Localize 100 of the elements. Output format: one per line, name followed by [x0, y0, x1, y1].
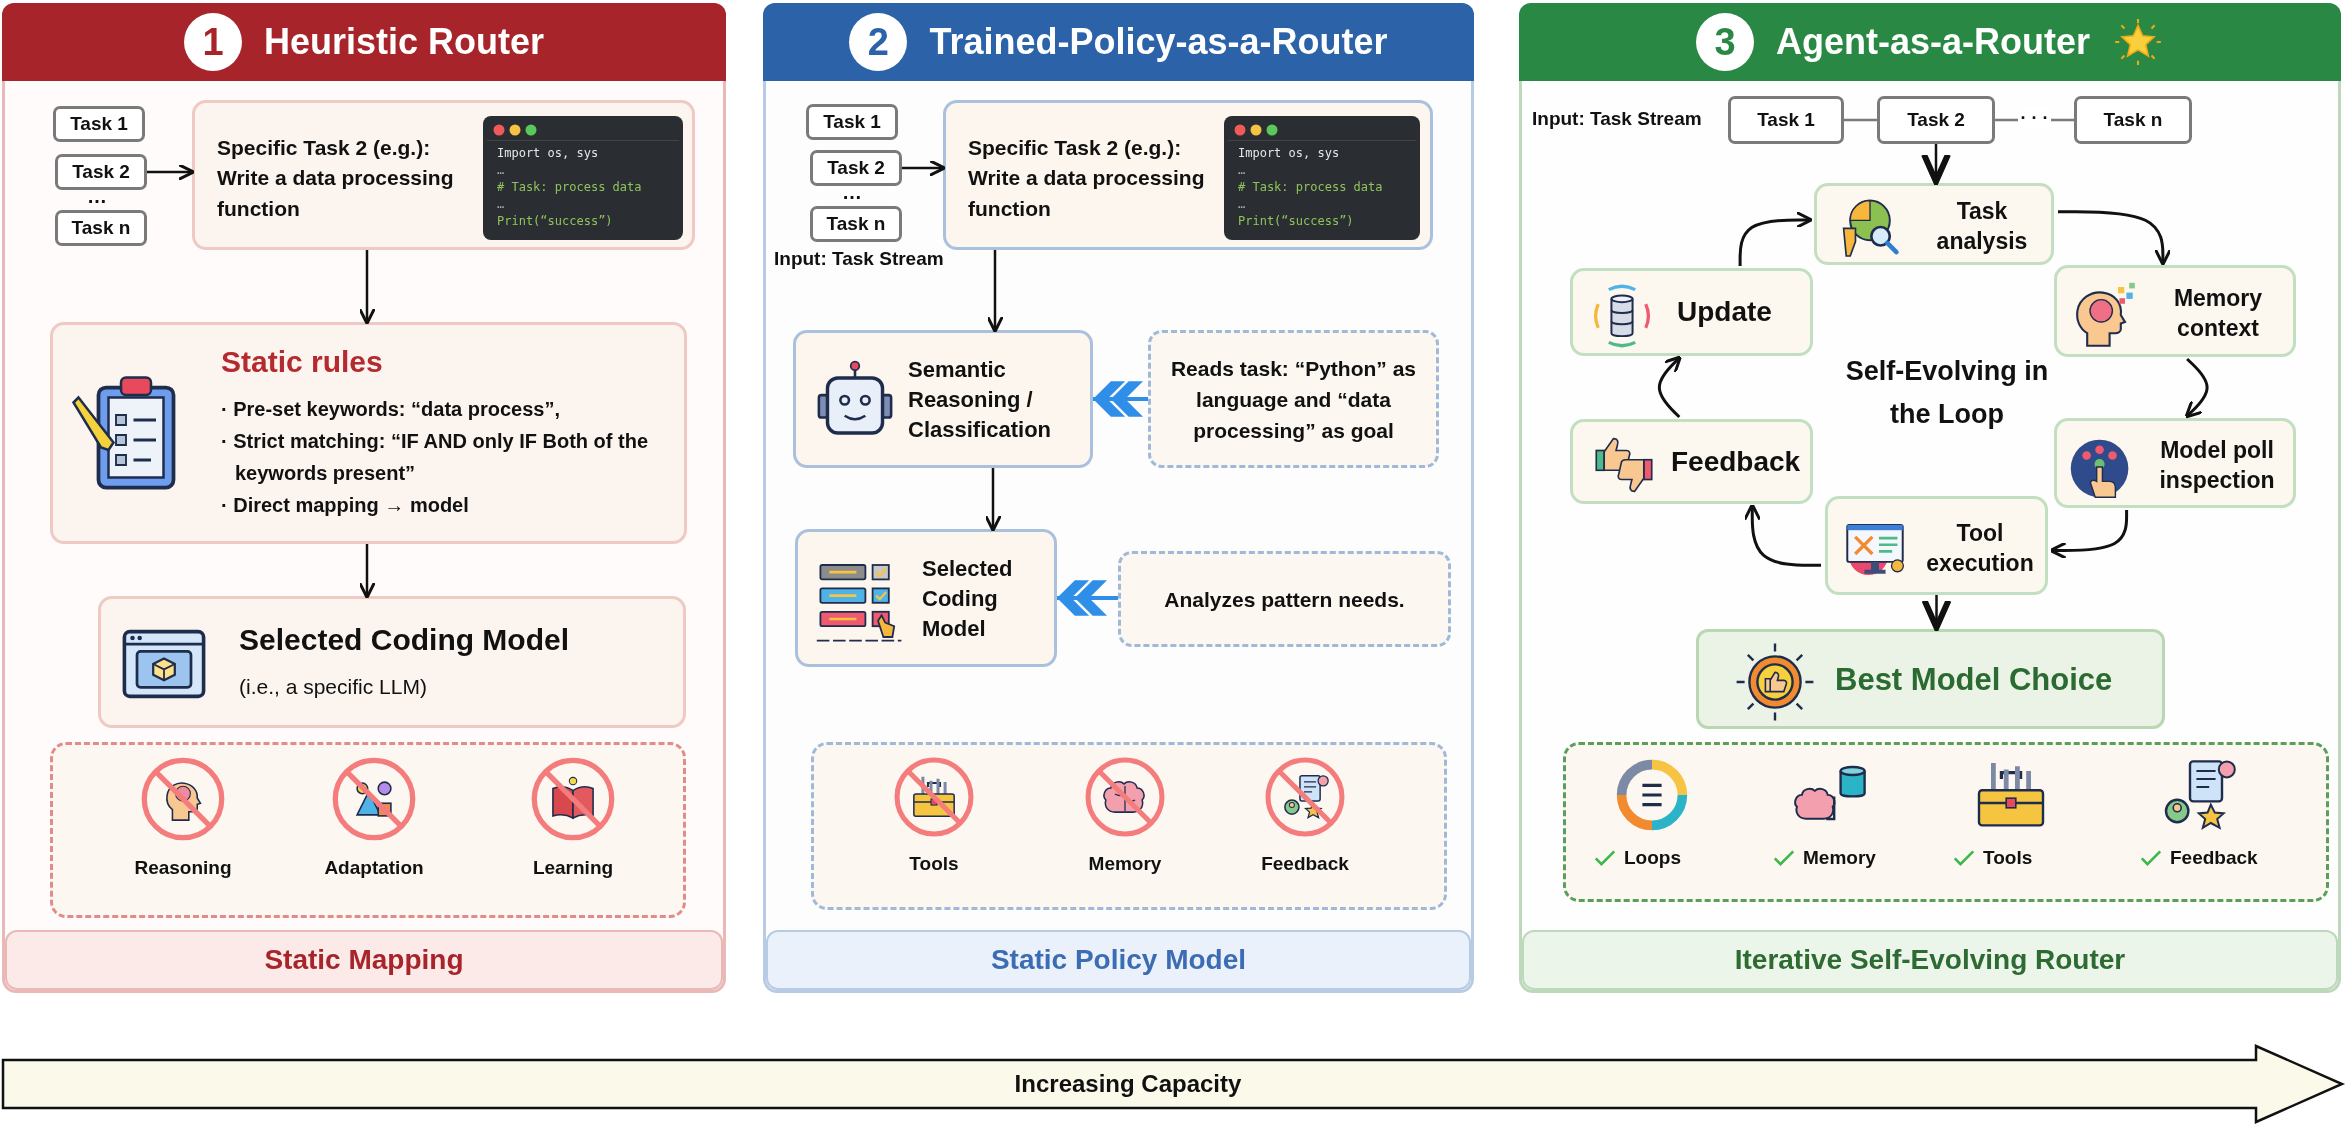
band-title: Static Policy Model — [990, 944, 1247, 976]
step-number: 1 — [183, 13, 242, 71]
rule-item: · Pre-set keywords: “data process”, — [221, 397, 561, 422]
task-description: Specific Task 2 (e.g.): Write a data processing function — [217, 135, 455, 222]
step-box — [2054, 265, 2296, 357]
code-window — [483, 116, 683, 240]
arrow — [1657, 355, 1682, 419]
step-box — [1570, 268, 1813, 356]
task-description: Specific Task 2 (e.g.): Write a data processing function — [968, 135, 1206, 222]
code-line: Print(“success”) — [1238, 214, 1354, 228]
code-line: Import os, sys — [1238, 146, 1340, 160]
input-label: Input: Task Stream — [774, 248, 944, 270]
arrow — [2184, 357, 2209, 419]
code-line: # Task: process data — [1238, 180, 1383, 194]
panel — [763, 3, 1474, 993]
feature-label: Memory — [1803, 847, 1876, 869]
task-box: Task 1 — [1728, 96, 1844, 144]
arrow — [358, 544, 376, 599]
step-number: 3 — [1696, 13, 1754, 71]
arrow — [358, 250, 376, 325]
arrow — [2049, 510, 2129, 560]
note-text: Analyzes pattern needs. — [1163, 587, 1406, 613]
task-box: Task n — [55, 210, 147, 246]
box-label: Semantic Reasoning / Classification — [908, 356, 1053, 444]
step-box — [1814, 183, 2054, 265]
box-label: Model poll inspection — [2158, 436, 2276, 495]
result-box — [1696, 629, 2165, 729]
box-label: Task analysis — [1935, 197, 2029, 256]
feature-label: Loops — [1624, 847, 1681, 869]
capability-panel — [1563, 742, 2329, 902]
code-window — [1224, 116, 1420, 240]
code-line: … — [497, 163, 505, 177]
task-box: Task 2 — [55, 154, 147, 190]
task-card — [943, 100, 1433, 250]
arrow — [1743, 503, 1821, 567]
feature-label: Adaptation — [323, 857, 425, 879]
rule-item: · Direct mapping → model — [221, 493, 470, 518]
task-box: Task n — [810, 206, 902, 242]
task-box: Task 2 — [810, 150, 902, 186]
feature-label: Memory — [1087, 853, 1163, 875]
panel-title: Trained-Policy-as-a-Router — [929, 21, 1388, 63]
card-heading: Static rules — [221, 345, 383, 379]
task-box: Task 1 — [806, 104, 898, 140]
footer-band — [1522, 930, 2338, 990]
box-label: Selected Coding Model — [922, 555, 1014, 643]
card-heading: Selected Coding Model — [239, 623, 570, 657]
code-line: Import os, sys — [497, 146, 599, 160]
code-line: … — [497, 197, 505, 211]
task-box: Task 1 — [53, 106, 145, 142]
feature-label: Learning — [531, 857, 615, 879]
capacity-arrow — [0, 1044, 2346, 1124]
step-box — [1570, 419, 1813, 504]
capability-panel — [50, 742, 686, 918]
capability-panel — [811, 742, 1447, 910]
card-subtitle: (i.e., a specific LLM) — [239, 675, 427, 699]
arrow — [1738, 210, 1813, 266]
step-box — [1825, 496, 2048, 595]
note-box — [1118, 551, 1451, 647]
arrow — [2058, 210, 2172, 266]
arrow — [147, 163, 195, 181]
chevron-arrow — [1921, 144, 1951, 185]
box-label: Feedback — [1671, 446, 1801, 478]
note-box — [1148, 330, 1439, 468]
panel — [2, 3, 726, 993]
band-title: Iterative Self-Evolving Router — [1734, 944, 2126, 976]
panel-title: Agent-as-a-Router — [1776, 21, 2090, 63]
task-box: Task n — [2074, 96, 2192, 144]
code-line: … — [1238, 197, 1246, 211]
process-box — [795, 529, 1057, 667]
task-card — [192, 100, 695, 250]
arrow — [902, 159, 946, 177]
box-label: Tool execution — [1925, 519, 2035, 578]
box-label: Update — [1677, 296, 1772, 328]
band-title: Static Mapping — [264, 944, 464, 976]
step-box — [2054, 418, 2296, 508]
rules-card — [50, 322, 687, 544]
code-line: Print(“success”) — [497, 214, 613, 228]
step-number: 2 — [849, 13, 908, 71]
feature-label: Feedback — [1260, 853, 1350, 875]
axis-title: Increasing Capacity — [1014, 1070, 1242, 1097]
model-card — [98, 596, 686, 728]
panel-title: Heuristic Router — [263, 21, 545, 63]
panel — [1519, 3, 2341, 993]
note-text: Reads task: “Python” as language and “data processing” as goal — [1169, 356, 1418, 444]
input-label: Input: Task Stream — [1532, 108, 1702, 130]
code-line: # Task: process data — [497, 180, 642, 194]
box-label: Memory context — [2172, 284, 2264, 343]
task-box: Task 2 — [1877, 96, 1995, 144]
chevron-arrow — [1921, 595, 1952, 631]
footer-band — [766, 930, 1471, 990]
feature-label: Reasoning — [133, 857, 233, 879]
arrow — [986, 250, 1004, 333]
result-label: Best Model Choice — [1835, 662, 2113, 698]
feature-label: Tools — [908, 853, 960, 875]
code-line: … — [1238, 163, 1246, 177]
feature-label: Feedback — [2170, 847, 2258, 869]
rule-item: · Strict matching: “IF AND only IF Both of the keywords present” — [221, 429, 649, 486]
connector-line — [1844, 118, 1877, 122]
process-box — [793, 330, 1093, 468]
footer-band — [5, 930, 723, 990]
